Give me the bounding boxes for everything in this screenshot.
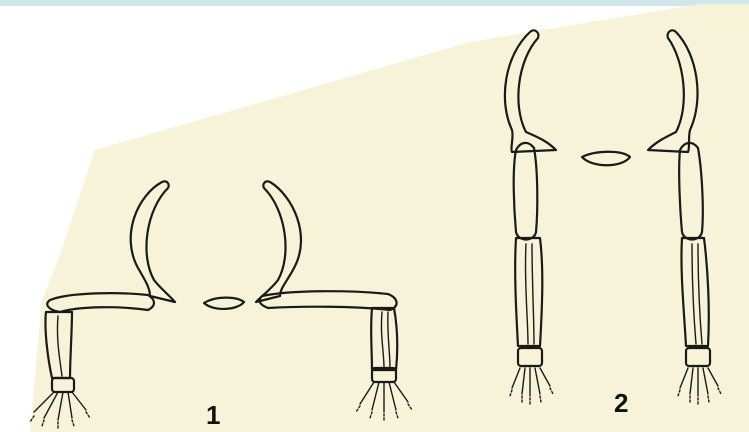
- figure-1-label: 1: [206, 400, 220, 430]
- figure-2-label: 2: [614, 388, 628, 418]
